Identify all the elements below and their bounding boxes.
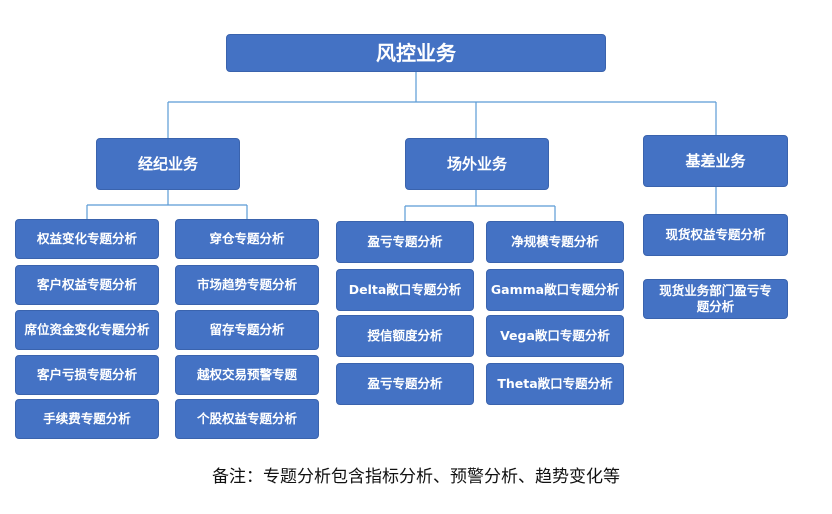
node-stock-equity: 个股权益专题分析 xyxy=(175,399,319,439)
node-equity-change: 权益变化专题分析 xyxy=(15,219,159,259)
node-unauthorized-trading: 越权交易预警专题 xyxy=(175,355,319,395)
node-pnl-1: 盈亏专题分析 xyxy=(336,221,474,263)
node-spot-dept-pnl: 现货业务部门盈亏专题分析 xyxy=(643,279,788,319)
root-node: 风控业务 xyxy=(226,34,606,72)
category-basis: 基差业务 xyxy=(643,135,788,187)
node-commission: 手续费专题分析 xyxy=(15,399,159,439)
node-spot-equity: 现货权益专题分析 xyxy=(643,214,788,256)
footnote: 备注：专题分析包含指标分析、预警分析、趋势变化等 xyxy=(212,467,620,487)
node-net-scale: 净规模专题分析 xyxy=(486,221,624,263)
node-delta-exposure: Delta敞口专题分析 xyxy=(336,269,474,311)
node-market-trend: 市场趋势专题分析 xyxy=(175,265,319,305)
node-client-loss: 客户亏损专题分析 xyxy=(15,355,159,395)
node-retention: 留存专题分析 xyxy=(175,310,319,350)
node-client-equity: 客户权益专题分析 xyxy=(15,265,159,305)
node-seat-funds: 席位资金变化专题分析 xyxy=(15,310,159,350)
node-credit-limit: 授信额度分析 xyxy=(336,315,474,357)
category-otc: 场外业务 xyxy=(405,138,549,190)
node-vega-exposure: Vega敞口专题分析 xyxy=(486,315,624,357)
node-gamma-exposure: Gamma敞口专题分析 xyxy=(486,269,624,311)
node-pnl-2: 盈亏专题分析 xyxy=(336,363,474,405)
node-theta-exposure: Theta敞口专题分析 xyxy=(486,363,624,405)
category-brokerage: 经纪业务 xyxy=(96,138,240,190)
node-margin-call: 穿仓专题分析 xyxy=(175,219,319,259)
